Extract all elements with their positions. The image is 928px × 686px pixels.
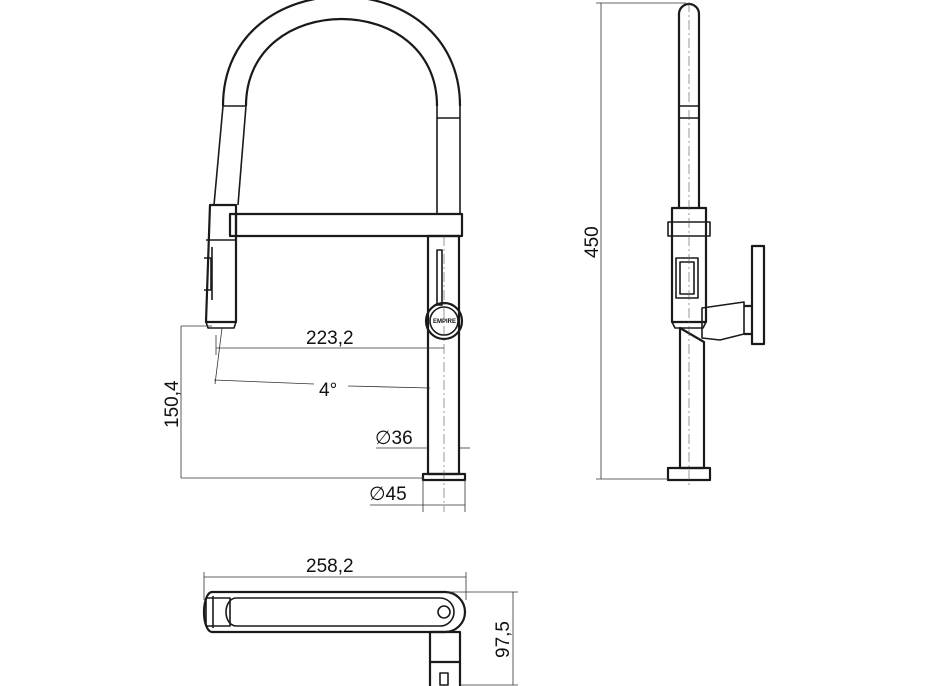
top-length-label: 258,2 [306, 556, 354, 577]
reach-label: 223,2 [306, 328, 354, 349]
side-view: 450 [582, 2, 766, 486]
angle-label: 4° [319, 380, 337, 401]
side-lever-arm [701, 301, 745, 341]
d45-label: ∅45 [369, 484, 407, 505]
front-lever [436, 249, 443, 306]
height-label: 150,4 [162, 380, 183, 428]
front-body [426, 234, 461, 476]
side-base [666, 466, 712, 482]
top-depth-label: 97,5 [493, 621, 514, 658]
side-lever [744, 244, 766, 346]
angle-ref-line-2 [347, 385, 431, 389]
front-spray-head-detail [204, 239, 237, 329]
d36-label: ∅36 [375, 428, 413, 449]
total-height-label: 450 [582, 226, 603, 258]
side-spray-head-detail [667, 221, 711, 329]
front-view: EMPIRE 223,2 4° 150,4 ∅36 ∅45 [162, 0, 470, 512]
front-hose-left [213, 105, 247, 206]
top-arm-inner [225, 597, 455, 627]
front-hose-right [436, 106, 461, 214]
top-view: 258,2 97,5 [202, 556, 518, 686]
angle-ref-line [213, 379, 315, 385]
top-body-slot [439, 672, 449, 686]
side-body [678, 326, 706, 470]
top-head [205, 596, 231, 628]
brand-mark: EMPIRE [433, 319, 456, 325]
top-body [428, 630, 462, 686]
top-pivot [437, 605, 451, 619]
front-holder-arm [228, 212, 464, 238]
front-hose-arc-inner [244, 18, 439, 107]
spray-axis [214, 327, 223, 385]
front-hose-arc [221, 0, 462, 107]
